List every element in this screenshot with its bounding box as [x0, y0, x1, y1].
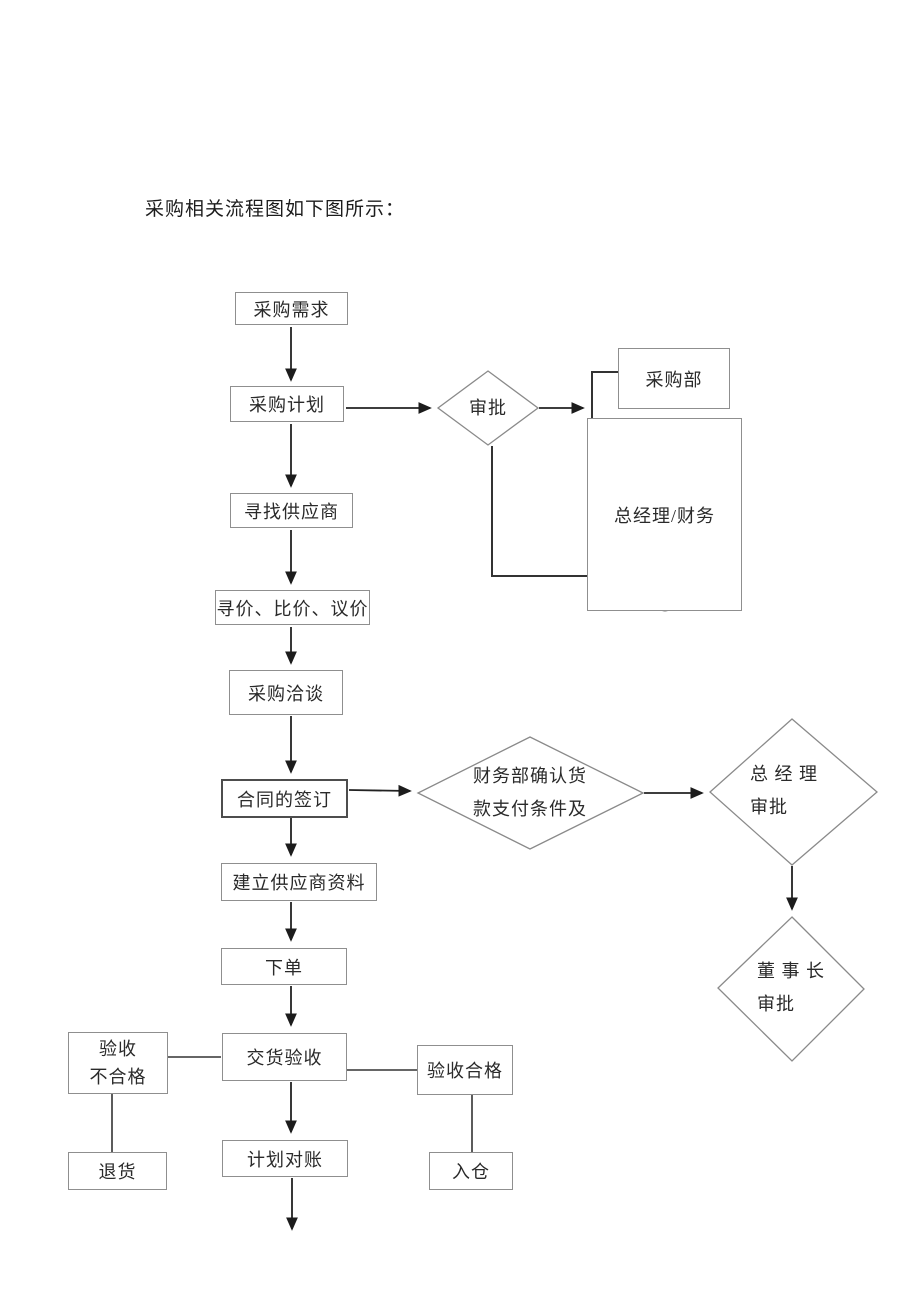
node-inquiry-compare-bargain-label: 寻价、比价、议价	[216, 598, 369, 619]
node-acceptance-passed-label: 验收合格	[427, 1061, 503, 1081]
node-purchase-negotiation: 采购洽谈	[229, 670, 343, 715]
node-approval-label: 审批	[469, 397, 507, 418]
node-purchase-plan-label: 采购计划	[249, 395, 325, 415]
node-plan-reconciliation: 计划对账	[222, 1140, 348, 1177]
node-plan-reconciliation-label: 计划对账	[247, 1149, 323, 1170]
decision-chairman-approval-shape	[717, 916, 865, 1062]
node-chairman-approval-label: 董 事 长 审批	[757, 961, 825, 1014]
node-delivery-acceptance: 交货验收	[222, 1033, 347, 1081]
decision-diamonds	[416, 370, 878, 1062]
decision-gm-approval-shape	[709, 718, 878, 866]
decision-finance-confirm-shape	[416, 736, 645, 850]
node-warehouse-in-label: 入仓	[452, 1162, 490, 1182]
node-contract-signing-label: 合同的签订	[237, 789, 332, 810]
node-acceptance-failed: 验收 不合格	[68, 1032, 168, 1094]
node-gm-finance: 总经理/财务	[587, 418, 742, 611]
node-place-order: 下单	[221, 948, 347, 985]
node-supplier-profile-label: 建立供应商资料	[232, 873, 366, 893]
node-inquiry-compare-bargain: 寻价、比价、议价	[215, 590, 370, 625]
node-return-goods: 退货	[68, 1152, 167, 1190]
node-purchasing-dept: 采购部	[618, 348, 730, 409]
node-purchase-demand: 采购需求	[235, 292, 348, 325]
node-place-order-label: 下单	[265, 957, 303, 978]
decision-approval-shape	[436, 370, 540, 446]
node-acceptance-failed-label: 验收 不合格	[89, 1039, 147, 1087]
node-delivery-acceptance-label: 交货验收	[246, 1048, 323, 1068]
node-supplier-profile: 建立供应商资料	[221, 863, 377, 901]
node-gm-finance-label: 总经理/财务	[613, 505, 715, 526]
node-purchase-demand-label: 采购需求	[253, 299, 330, 320]
connector-plain-lines	[111, 371, 618, 1152]
line-approval-to-gmfinance	[491, 446, 587, 577]
node-purchasing-dept-label: 采购部	[645, 369, 703, 390]
node-purchase-negotiation-label: 采购洽谈	[248, 683, 324, 704]
node-find-supplier: 寻找供应商	[230, 493, 353, 528]
node-purchase-plan: 采购计划	[230, 386, 344, 422]
node-finance-confirm-label: 财务部确认货 款支付条件及	[473, 766, 587, 819]
arrow-contract-to-finance	[348, 784, 412, 797]
node-gm-approval-label: 总 经 理 审批	[750, 764, 818, 817]
node-contract-signing: 合同的签订	[221, 779, 348, 818]
line-split-to-dept	[591, 371, 618, 418]
connector-arrows	[285, 327, 798, 1231]
document-title-text: 采购相关流程图如下图所示：	[145, 199, 406, 220]
node-acceptance-passed: 验收合格	[417, 1045, 513, 1095]
node-warehouse-in: 入仓	[429, 1152, 513, 1190]
node-find-supplier-label: 寻找供应商	[244, 501, 339, 522]
node-return-goods-label: 退货	[98, 1162, 137, 1182]
